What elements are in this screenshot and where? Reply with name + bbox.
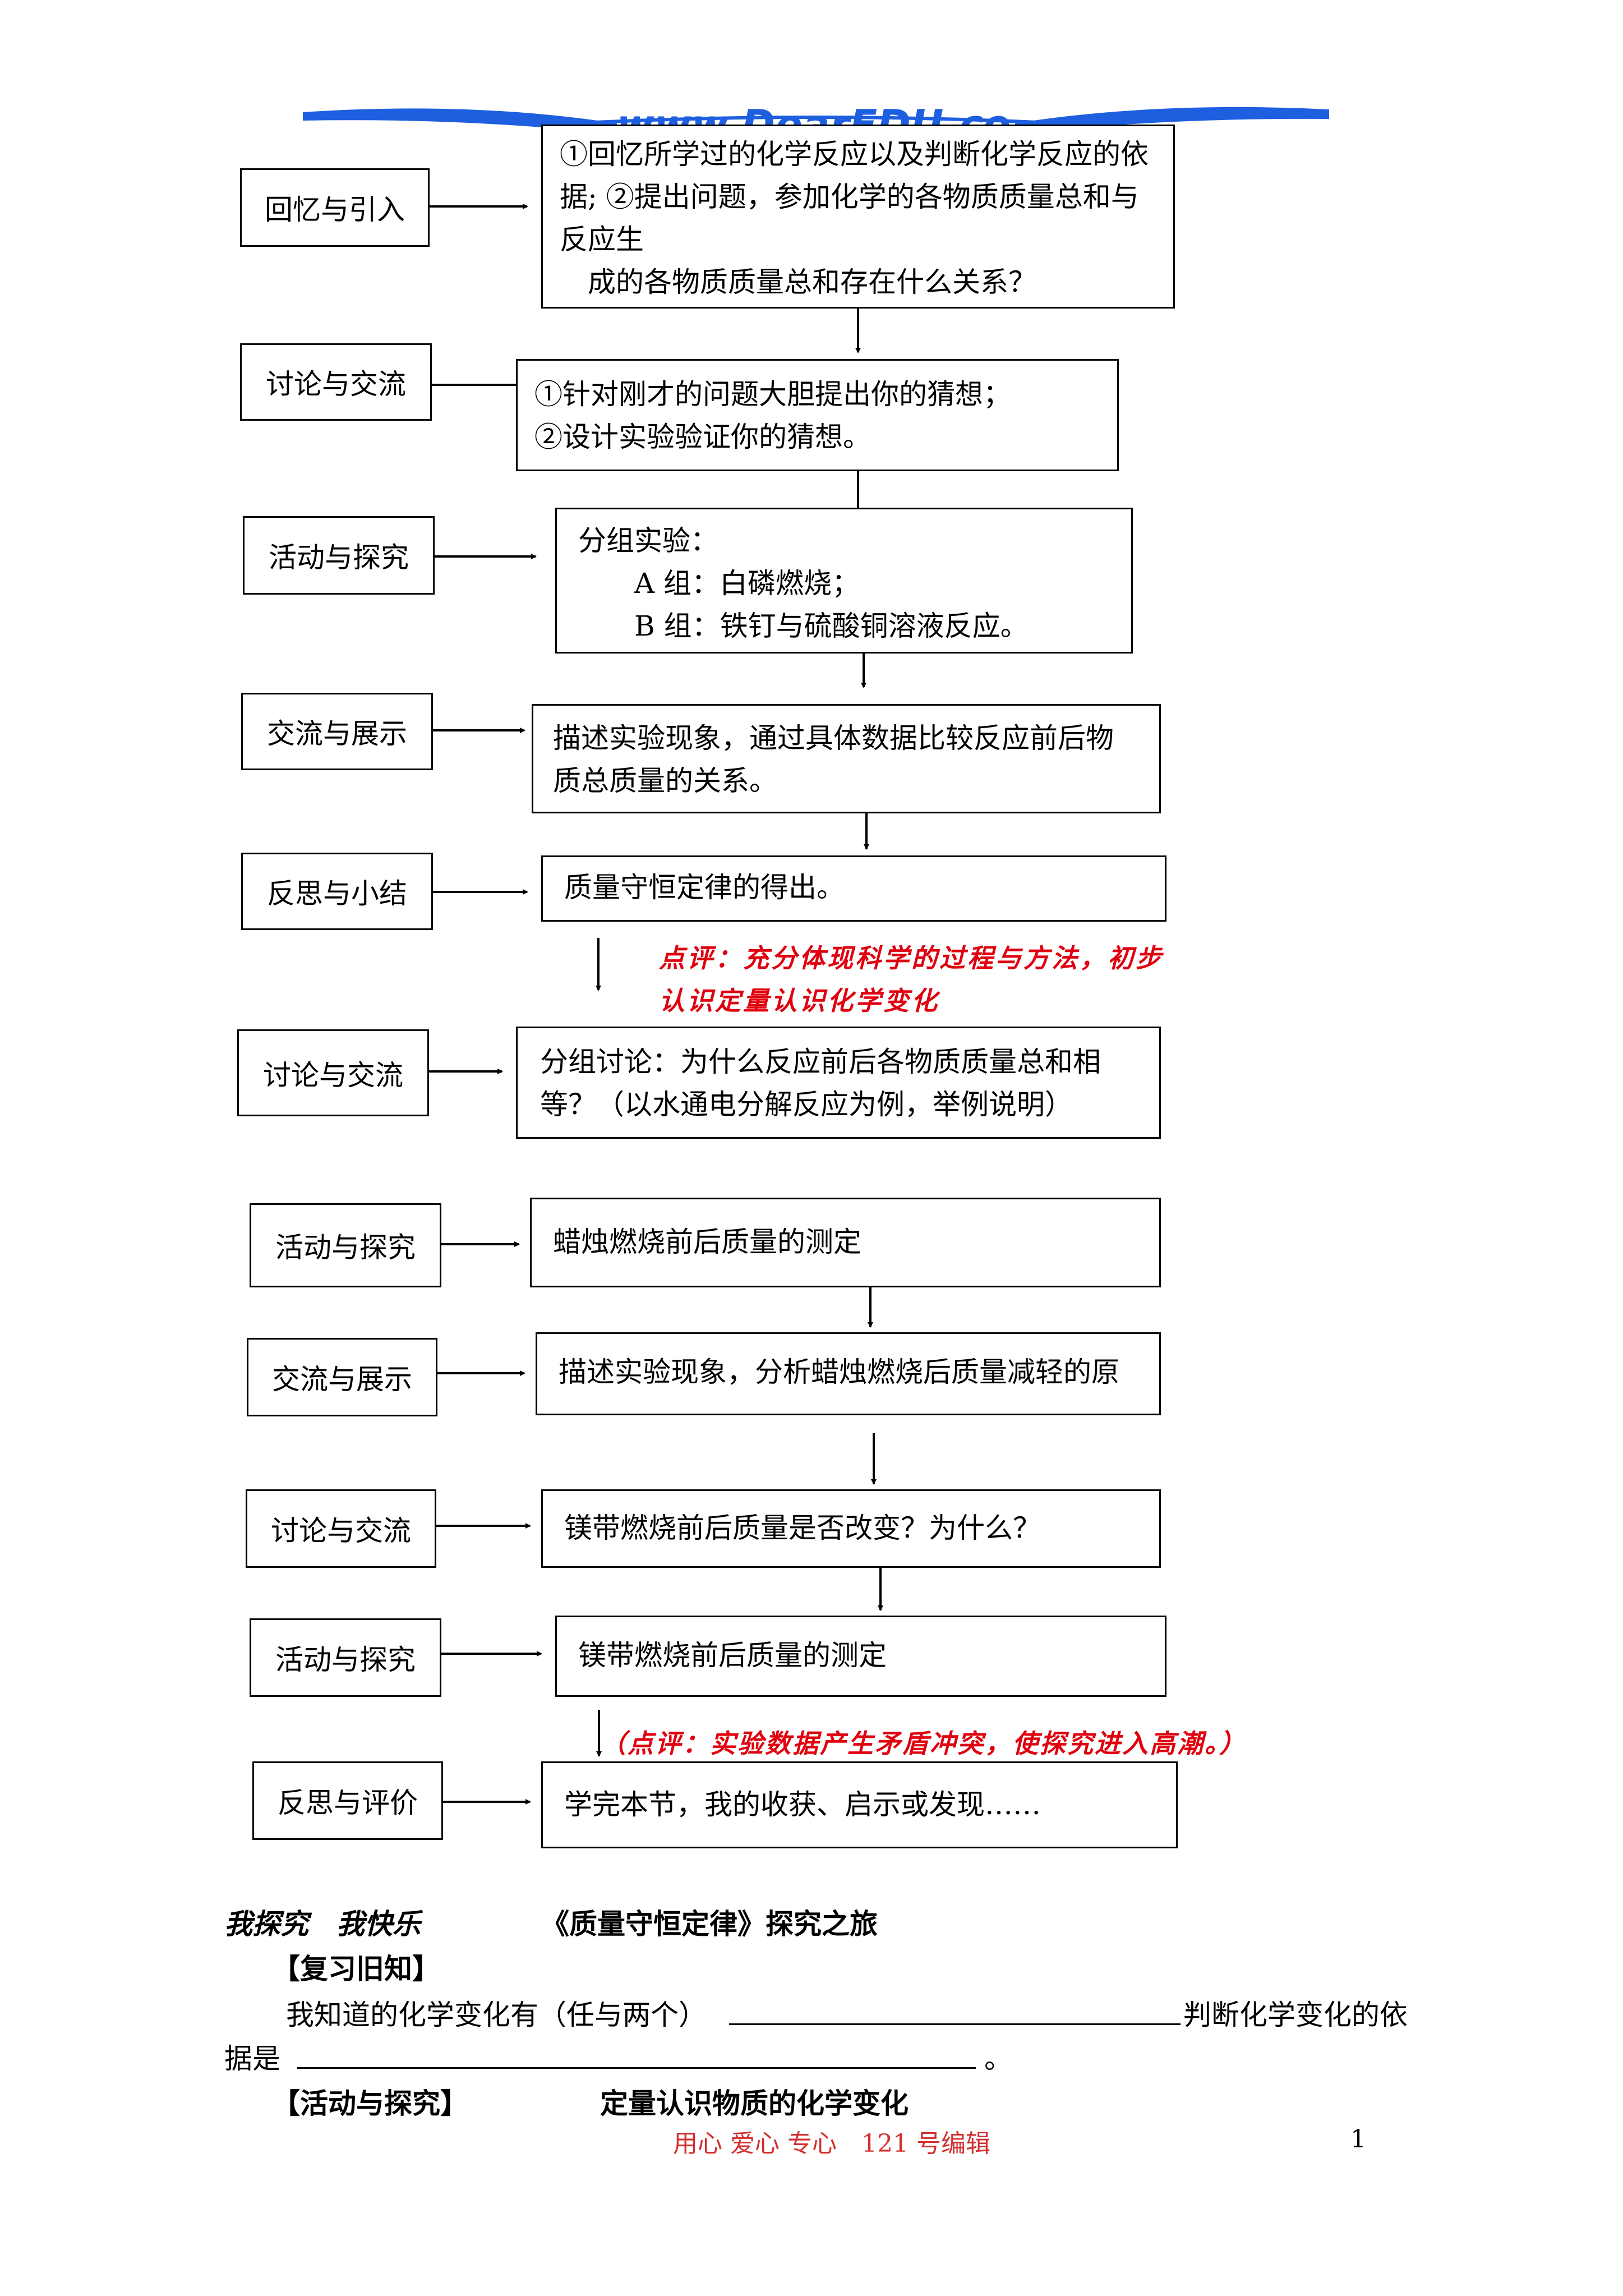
comment-first-line1: 点评：充分体现科学的过程与方法，初步 bbox=[659, 943, 1164, 973]
flow-content-line: 描述实验现象，分析蜡烛燃烧后质量减轻的原 bbox=[559, 1356, 1119, 1388]
flow-content-line: 等？（以水通电分解反应为例，举例说明） bbox=[540, 1088, 1073, 1121]
flow-label-evaluate: 反思与评价 bbox=[252, 1761, 443, 1840]
header-watermark-band bbox=[303, 107, 1329, 135]
flow-content-line: ②设计实验验证你的猜想。 bbox=[534, 421, 871, 453]
flow-label-recall: 回忆与引入 bbox=[240, 168, 430, 247]
flow-content-line: 据; ②提出问题，参加化学的各物质质量总和与 bbox=[560, 181, 1139, 213]
flow-content-explore: 分组实验： A 组：白磷燃烧； B 组：铁钉与硫酸铜溶液反应。 bbox=[555, 508, 1133, 654]
review-line1-end: 判断化学变化的依 bbox=[1183, 1999, 1408, 2031]
flow-content-discuss: ①针对刚才的问题大胆提出你的猜想； ②设计实验验证你的猜想。 bbox=[516, 359, 1119, 471]
flow-label-show: 交流与展示 bbox=[241, 693, 433, 770]
flow-content-line: B 组：铁钉与硫酸铜溶液反应。 bbox=[578, 610, 1029, 642]
flow-content-line: 镁带燃烧前后质量是否改变？为什么？ bbox=[564, 1512, 1041, 1544]
flow-label-explore: 活动与探究 bbox=[243, 516, 435, 595]
flow-content-show-2: 描述实验现象，分析蜡烛燃烧后质量减轻的原 bbox=[536, 1332, 1161, 1415]
flow-content-line: 质量守恒定律的得出。 bbox=[564, 871, 845, 904]
flow-content-line: 成的各物质质量总和存在什么关系？ bbox=[560, 266, 1036, 298]
footer-slogan: 用心 爱心 专心 121 号编辑 bbox=[673, 2129, 990, 2158]
flow-label-show-2: 交流与展示 bbox=[247, 1338, 437, 1416]
page-number: 1 bbox=[1350, 2125, 1366, 2154]
review-answer-blank-2[interactable] bbox=[297, 2067, 976, 2069]
flow-content-discuss-2: 分组讨论：为什么反应前后各物质质量总和相 等？（以水通电分解反应为例，举例说明） bbox=[516, 1027, 1161, 1139]
review-line1-start: 我知道的化学变化有（任与两个） bbox=[286, 1999, 707, 2031]
worksheet-title: 《质量守恒定律》探究之旅 bbox=[541, 1907, 878, 1940]
review-line2-end: 。 bbox=[984, 2042, 1012, 2075]
flow-content-line: 分组实验： bbox=[578, 524, 718, 557]
flow-label-discuss-3: 讨论与交流 bbox=[246, 1489, 436, 1568]
flow-content-show: 描述实验现象，通过具体数据比较反应前后物 质总质量的关系。 bbox=[532, 704, 1161, 813]
review-line2-start: 据是 bbox=[224, 2042, 280, 2075]
flow-content-evaluate: 学完本节，我的收获、启示或发现…… bbox=[541, 1761, 1178, 1848]
flow-content-line: 质总质量的关系。 bbox=[553, 765, 777, 797]
flow-content-explore-2: 蜡烛燃烧前后质量的测定 bbox=[530, 1198, 1161, 1287]
flow-content-line: 反应生 bbox=[560, 223, 644, 256]
flow-content-reflect: 质量守恒定律的得出。 bbox=[541, 855, 1166, 922]
flow-label-explore-3: 活动与探究 bbox=[250, 1618, 441, 1697]
flow-content-line: 分组讨论：为什么反应前后各物质质量总和相 bbox=[540, 1046, 1101, 1078]
flow-content-line: 描述实验现象，通过具体数据比较反应前后物 bbox=[553, 722, 1114, 754]
flow-content-line: 镁带燃烧前后质量的测定 bbox=[578, 1639, 887, 1672]
comment-first-line2: 认识定量认识化学变化 bbox=[659, 986, 939, 1016]
comment-second: （点评：实验数据产生矛盾冲突，使探究进入高潮。） bbox=[600, 1728, 1247, 1759]
flow-label-discuss: 讨论与交流 bbox=[240, 343, 432, 421]
activity-subtitle: 定量认识物质的化学变化 bbox=[600, 2087, 909, 2120]
flow-content-recall: ①回忆所学过的化学反应以及判断化学反应的依 据; ②提出问题，参加化学的各物质质… bbox=[541, 125, 1175, 309]
flow-label-explore-2: 活动与探究 bbox=[250, 1203, 441, 1287]
flow-content-discuss-3: 镁带燃烧前后质量是否改变？为什么？ bbox=[541, 1489, 1161, 1568]
flow-content-line: ①针对刚才的问题大胆提出你的猜想； bbox=[534, 378, 1011, 411]
flow-label-discuss-2: 讨论与交流 bbox=[237, 1029, 429, 1116]
worksheet-slogan: 我探究 我快乐 bbox=[224, 1907, 421, 1940]
review-answer-blank-1[interactable] bbox=[729, 2023, 1181, 2025]
flow-content-line: 学完本节，我的收获、启示或发现…… bbox=[564, 1788, 1041, 1821]
flow-label-reflect: 反思与小结 bbox=[241, 853, 433, 930]
flow-content-explore-3: 镁带燃烧前后质量的测定 bbox=[555, 1616, 1166, 1697]
flow-content-line: A 组：白磷燃烧； bbox=[578, 567, 860, 600]
flow-content-line: ①回忆所学过的化学反应以及判断化学反应的依 bbox=[560, 138, 1149, 171]
review-heading: 【复习旧知】 bbox=[272, 1952, 440, 1985]
flow-content-line: 蜡烛燃烧前后质量的测定 bbox=[553, 1226, 861, 1258]
activity-heading: 【活动与探究】 bbox=[272, 2087, 468, 2120]
